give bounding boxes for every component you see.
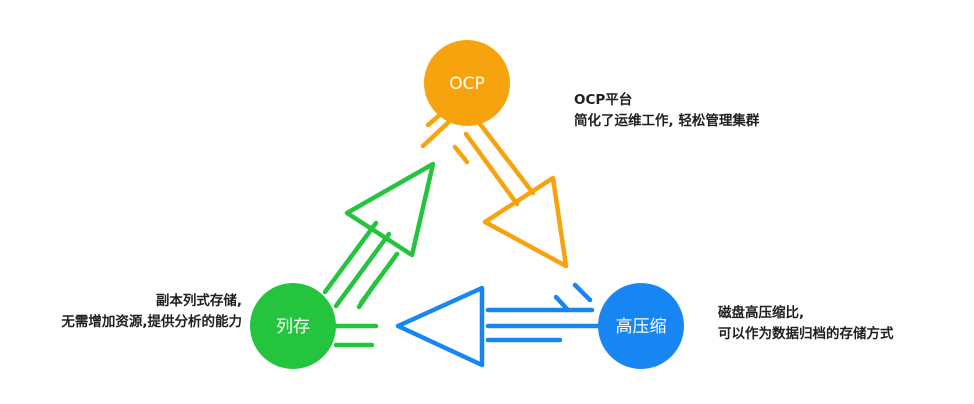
caption-compression: 磁盘高压缩比, 可以作为数据归档的存储方式	[718, 303, 894, 345]
node-column-circle	[250, 283, 336, 369]
arrow-line	[477, 121, 536, 196]
caption-column: 副本列式存储, 无需增加资源,提供分析的能力	[0, 291, 242, 333]
node-column-label: 列存	[276, 317, 310, 337]
arrow-ocp-to-compression	[420, 110, 569, 269]
node-column: 列存	[250, 283, 336, 369]
arrow-line	[333, 231, 392, 309]
node-compression-circle	[598, 283, 684, 369]
arrow-head	[395, 285, 485, 368]
arrow-line	[463, 131, 520, 207]
arrow-line	[452, 144, 470, 165]
node-ocp-label: OCP	[449, 74, 485, 94]
caption-ocp-title: OCP平台	[574, 92, 633, 108]
arrow-head	[344, 161, 436, 258]
arrow-line	[572, 282, 593, 303]
node-compression: 高压缩	[598, 283, 684, 369]
caption-column-line2: 无需增加资源,提供分析的能力	[61, 314, 242, 330]
arrow-line	[420, 116, 455, 149]
caption-compression-line1: 磁盘高压缩比,	[718, 305, 805, 321]
caption-column-line1: 副本列式存储,	[155, 293, 242, 309]
arrow-line	[356, 279, 379, 310]
node-ocp: OCP	[424, 40, 510, 126]
caption-compression-line2: 可以作为数据归档的存储方式	[718, 326, 894, 342]
arrow-line	[322, 220, 379, 295]
arrow-compression-to-column	[333, 282, 603, 368]
arrow-head	[482, 175, 569, 269]
caption-ocp: OCP平台 简化了运维工作, 轻松管理集群	[574, 90, 759, 132]
caption-ocp-desc: 简化了运维工作, 轻松管理集群	[574, 113, 760, 129]
node-compression-label: 高压缩	[616, 317, 667, 337]
arrow-column-to-ocp	[322, 161, 436, 310]
node-ocp-circle	[424, 40, 510, 126]
